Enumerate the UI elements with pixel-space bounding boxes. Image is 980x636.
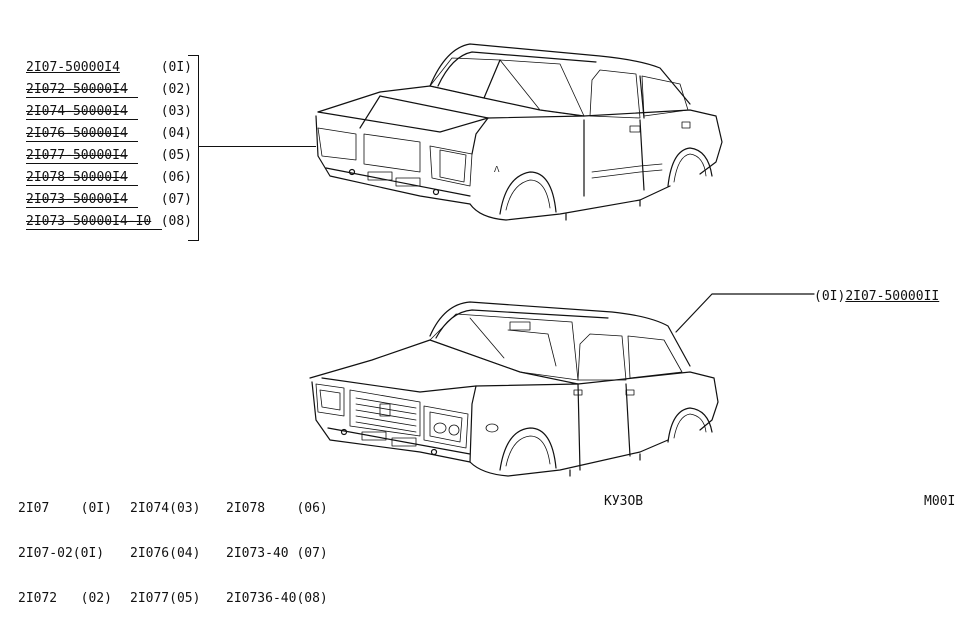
part-number: 2I076-50000I4 [26,126,128,141]
version-code: (06) [160,170,192,185]
model-column-2: 2I074(03) 2I076(04) 2I077(05) [130,471,200,636]
part-row-01: 2I07-50000I4 (0I) [24,58,200,78]
car-body-shell-drawing: ᐱ [315,43,723,221]
model-entry: 2I07 (0I) [18,501,112,516]
part-row-02: 2I072-50000I4 (02) [24,80,200,100]
part-number: 2I073-50000I4-I0 [26,214,152,229]
part-number: 2I07-50000I4 [26,60,120,75]
part-row-04: 2I076-50000I4 (04) [24,124,200,144]
model-entry: 2I076(04) [130,546,201,561]
assembly-callout: (0I)2I07-50000II [814,289,939,305]
catalog-page: ᐱ [18,43,956,606]
part-row-03: 2I074-50000I4 (03) [24,102,200,122]
part-row-07: 2I073-50000I4 (07) [24,190,200,210]
parts-list-bracket [188,55,199,241]
part-number: 2I077-50000I4 [26,148,128,163]
part-row-05: 2I077-50000I4 (05) [24,146,200,166]
section-title: КУЗОВ [604,494,644,509]
version-code: (04) [160,126,192,141]
page-code: M00I [924,494,956,509]
parts-list-leader-line [198,146,316,147]
version-code: (0I) [160,60,192,75]
model-entry: 2I074(03) [130,501,201,516]
version-code: (05) [160,148,192,163]
part-number: 2I072-50000I4 [26,82,128,97]
version-code: (02) [160,82,192,97]
version-code: (07) [160,192,192,207]
model-column-1: 2I07 (0I) 2I07-02(0I) 2I072 (02) [18,471,112,636]
version-code: (08) [160,214,192,229]
model-entry: 2I077(05) [130,591,201,606]
version-code: (03) [160,104,192,119]
model-entry: 2I07-02(0I) [18,546,105,561]
part-number: 2I074-50000I4 [26,104,128,119]
model-entry: 2I073-40 (07) [226,546,328,561]
part-number: 2I073-50000I4 [26,192,128,207]
svg-text:ᐱ: ᐱ [494,165,500,174]
part-number: 2I078-50000I4 [26,170,128,185]
car-body-illustrations: ᐱ [309,43,815,477]
callout-code: (0I) [814,289,846,304]
model-column-3: 2I078 (06) 2I073-40 (07) 2I0736-40(08) [226,471,328,636]
model-entry: 2I0736-40(08) [226,591,328,606]
callout-leader-line [675,293,815,333]
model-entry: 2I078 (06) [226,501,328,516]
callout-part-number: 2I07-50000II [845,289,940,304]
car-body-assembly-drawing [309,301,719,477]
part-row-08: 2I073-50000I4-I0 (08) [24,212,200,232]
part-row-06: 2I078-50000I4 (06) [24,168,200,188]
model-entry: 2I072 (02) [18,591,112,606]
